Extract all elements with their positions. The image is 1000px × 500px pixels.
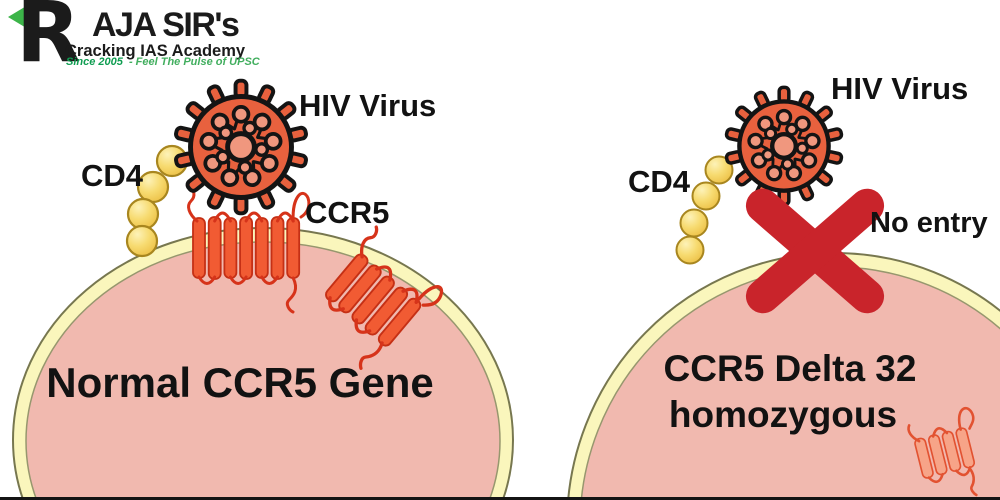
cd4-receptor-right <box>675 155 734 265</box>
no-entry-cross-icon <box>745 188 885 314</box>
ccr5-label: CCR5 <box>305 195 390 230</box>
no-entry-label: No entry <box>870 207 988 239</box>
hiv-virus-label-left: HIV Virus <box>299 88 437 123</box>
logo-brand-name: AJA SIR's <box>92 6 240 44</box>
ccr5-receptor-main <box>187 185 311 314</box>
logo-tagline-year: Since 2005 <box>66 56 123 68</box>
hiv-virus-right-illustration <box>726 87 842 204</box>
left-cell-caption: Normal CCR5 Gene <box>46 359 434 406</box>
logo-tagline-text: - Feel The Pulse of UPSC <box>128 56 260 68</box>
cd4-receptor-left <box>125 144 189 258</box>
logo-tagline: Since 2005 - Feel The Pulse of UPSC <box>66 57 260 68</box>
bottom-border <box>0 497 1000 500</box>
hiv-virus-label-right: HIV Virus <box>831 71 969 106</box>
right-cell-caption-line1: CCR5 Delta 32 <box>663 348 917 389</box>
raja-sir-logo: R AJA SIR's Cracking IAS Academy Since 2… <box>8 0 268 81</box>
logo-subtitle: Cracking IAS Academy <box>65 42 246 60</box>
cd4-label-left: CD4 <box>81 158 144 193</box>
cd4-label-right: CD4 <box>628 164 691 199</box>
logo-initial: R <box>16 0 81 81</box>
right-cell-caption-line2: homozygous <box>668 394 898 435</box>
logo-arrow-icon <box>8 5 28 29</box>
right-cell <box>567 252 1000 500</box>
